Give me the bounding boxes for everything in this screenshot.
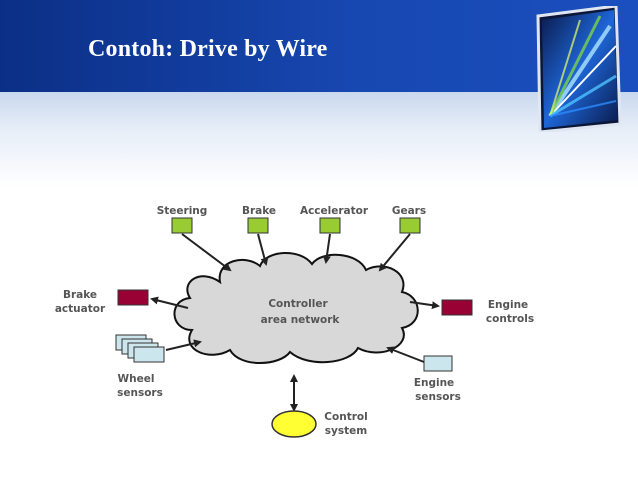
engine-sensors-label-line2: sensors [415, 391, 461, 403]
brake-label: Brake [242, 205, 276, 217]
accelerator-box [319, 217, 341, 234]
gears-box [399, 217, 421, 234]
control-system-label-line1: Control [324, 411, 367, 423]
arrow-gears [378, 233, 411, 272]
arrow-accelerator [322, 233, 331, 264]
arrow-brake-actuator [150, 296, 189, 309]
light-burst-logo [536, 6, 622, 132]
arrow-engine-sensors [386, 346, 425, 363]
arrow-engine-controls [409, 301, 440, 310]
engine-controls-label-line1: Engine [488, 299, 528, 311]
brake-box [247, 217, 269, 234]
brake-actuator-label-line1: Brake [63, 289, 97, 301]
wheel-sensors-label-line2: sensors [117, 387, 163, 399]
can-label-line2: area network [261, 314, 341, 326]
control-system-label-line2: system [325, 425, 367, 437]
steering-box [171, 217, 193, 234]
engine-sensors-box [423, 355, 453, 372]
steering-label: Steering [157, 205, 208, 217]
engine-sensors-label-line1: Engine [414, 377, 454, 389]
arrow-wheel-sensors [165, 339, 202, 351]
engine-controls-box [441, 299, 473, 316]
wheel-sensors-label-line1: Wheel [118, 373, 155, 385]
drive-by-wire-diagram: Steering Brake Accelerator Gears Control… [55, 205, 534, 438]
arrow-brake [257, 233, 269, 266]
header-gradient [0, 92, 638, 187]
control-system-ellipse [271, 410, 317, 438]
brake-actuator-label-line2: actuator [55, 303, 106, 315]
can-label-line1: Controller [268, 298, 328, 310]
accelerator-label: Accelerator [300, 205, 369, 217]
engine-controls-label-line2: controls [486, 313, 534, 325]
gears-label: Gears [392, 205, 426, 217]
wheel-sensor-box-4 [133, 346, 165, 363]
slide-title: Contoh: Drive by Wire [88, 36, 328, 62]
slide-header [0, 0, 638, 92]
arrow-steering [181, 233, 232, 272]
brake-actuator-box [117, 289, 149, 306]
